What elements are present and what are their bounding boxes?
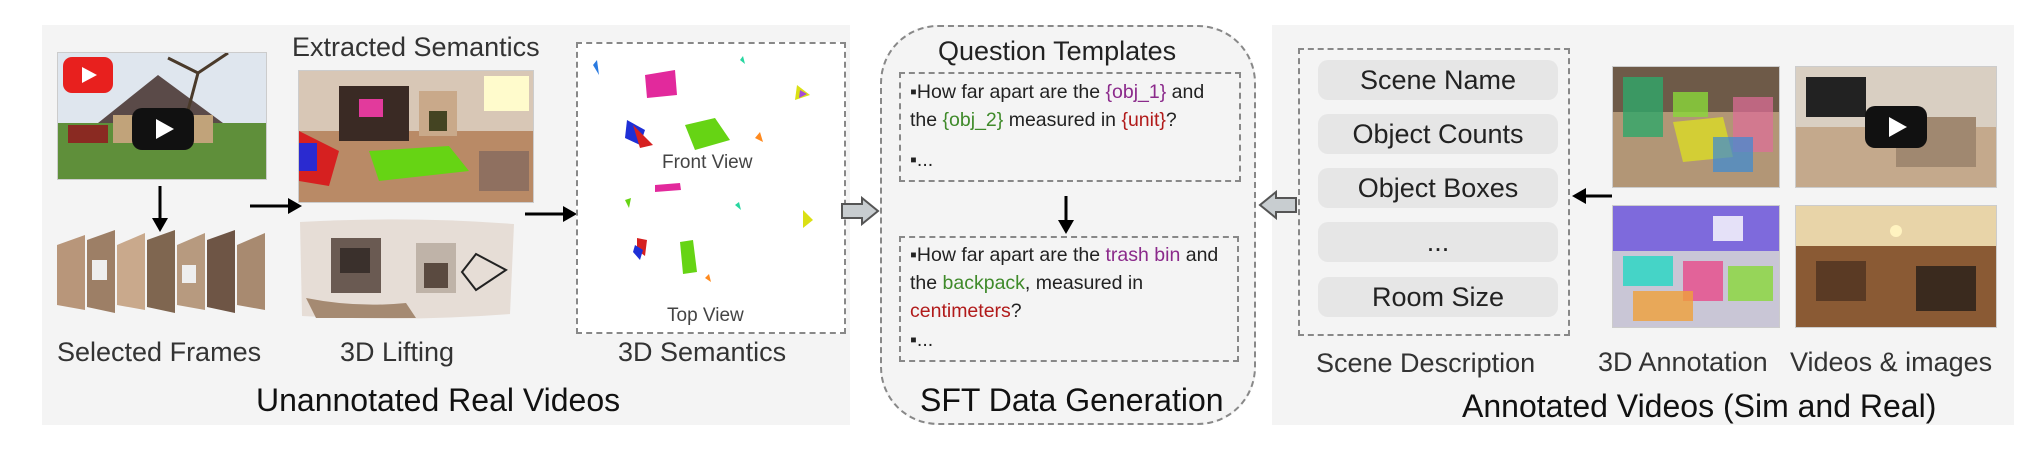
- down-arrow-icon: [1058, 196, 1074, 234]
- videos-images-label: Videos & images: [1790, 347, 1993, 377]
- unit-placeholder: {unit}: [1121, 109, 1166, 131]
- left-arrow-icon: [1572, 188, 1612, 204]
- 3d-semantics-label: 3D Semantics: [618, 337, 787, 367]
- play-button-icon[interactable]: [132, 108, 194, 150]
- youtube-video-thumbnail: [57, 52, 267, 180]
- scene-description-box: [1298, 48, 1570, 336]
- right-arrow-icon: [525, 206, 577, 222]
- 3d-annotation-label: 3D Annotation: [1598, 347, 1768, 377]
- 3d-annotation-image-2: [1612, 205, 1780, 328]
- right-arrow-icon: [250, 198, 302, 214]
- video-image-1: [1795, 66, 1997, 188]
- hollow-left-arrow-icon: [1258, 190, 1297, 220]
- annotated-videos-title: Annotated Videos (Sim and Real): [1462, 388, 1937, 424]
- youtube-logo-icon: [63, 57, 113, 93]
- generated-ellipsis: ▪...: [910, 329, 934, 351]
- down-arrow-icon: [152, 186, 168, 232]
- sft-data-generation-title: SFT Data Generation: [920, 382, 1224, 418]
- 3d-lifting-label: 3D Lifting: [340, 337, 455, 367]
- generated-question-text: ▪How far apart are the trash bin and the…: [910, 244, 1219, 322]
- extracted-semantics-image: [298, 70, 534, 203]
- template-question-text: ▪How far apart are the {obj_1} and the {…: [910, 81, 1205, 131]
- object-boxes-item: Object Boxes: [1318, 168, 1558, 208]
- panel-sft: [880, 25, 1256, 425]
- trash-bin-label: trash bin: [1105, 244, 1181, 266]
- play-button-icon[interactable]: [1865, 106, 1927, 148]
- hollow-right-arrow-icon: [841, 196, 880, 226]
- template-question-box: [899, 72, 1241, 182]
- 3d-lifting-image: [296, 218, 518, 323]
- extracted-semantics-label: Extracted Semantics: [292, 32, 540, 62]
- top-view-label: Top View: [667, 305, 744, 326]
- ellipsis-item: ...: [1318, 222, 1558, 262]
- scene-name-item: Scene Name: [1318, 60, 1558, 100]
- obj1-placeholder: {obj_1}: [1105, 81, 1167, 103]
- front-view-image: [593, 56, 810, 150]
- front-view-label: Front View: [662, 152, 753, 173]
- backpack-label: backpack: [942, 272, 1025, 294]
- obj2-placeholder: {obj_2}: [942, 109, 1004, 131]
- generated-question-box: [899, 236, 1239, 362]
- question-templates-title: Question Templates: [938, 36, 1177, 66]
- selected-frames-image: [57, 230, 265, 313]
- video-image-2: [1795, 205, 1997, 328]
- unannotated-real-videos-title: Unannotated Real Videos: [256, 382, 621, 418]
- centimeters-label: centimeters: [910, 300, 1011, 322]
- room-size-item: Room Size: [1318, 277, 1558, 317]
- object-counts-item: Object Counts: [1318, 114, 1558, 154]
- top-view-image: [625, 183, 813, 282]
- scene-description-label: Scene Description: [1316, 348, 1536, 378]
- template-ellipsis: ▪...: [910, 149, 934, 171]
- 3d-annotation-image-1: [1612, 66, 1780, 188]
- selected-frames-label: Selected Frames: [57, 337, 262, 367]
- house-scene-image: [58, 53, 266, 179]
